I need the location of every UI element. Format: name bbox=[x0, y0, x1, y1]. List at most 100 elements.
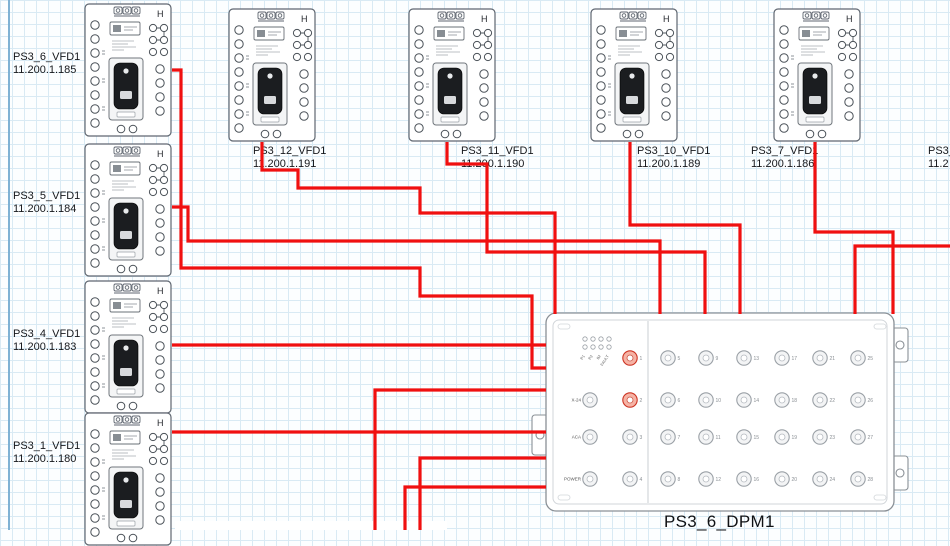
dpm-port-inner bbox=[778, 475, 786, 483]
wires-layer bbox=[172, 68, 950, 530]
dpm-port-inner bbox=[740, 396, 748, 404]
dpm-label: PS3_6_DPM1 bbox=[664, 512, 775, 531]
dpm-port-inner bbox=[626, 475, 634, 483]
dpm-led bbox=[598, 336, 604, 342]
dpm-led bbox=[590, 344, 596, 350]
wire-PS3_11_VFD1[interactable] bbox=[445, 142, 707, 314]
wire-offscreen-right[interactable] bbox=[853, 244, 950, 314]
dpm-port-number: 9 bbox=[716, 356, 719, 362]
device-label: PS3_1_VFD1 11.200.1.180 bbox=[13, 440, 80, 466]
dpm-port-inner bbox=[702, 475, 710, 483]
device-label: PS3_7_VFD1 11.200.1.186 bbox=[751, 145, 818, 171]
dpm-port-inner bbox=[626, 396, 634, 404]
device-id: PS3_ bbox=[928, 145, 950, 157]
wire-offscreen-bottom-2[interactable] bbox=[418, 456, 546, 530]
wire-PS3_12_VFD1[interactable] bbox=[260, 142, 557, 314]
dpm-port-number: 14 bbox=[754, 398, 760, 404]
dpm-port-number: 2 bbox=[640, 398, 643, 404]
device-ip: 11.200.1.190 bbox=[461, 158, 525, 170]
device-label: PS3_4_VFD1 11.200.1.183 bbox=[13, 328, 80, 354]
dpm-aux-label: ACA bbox=[572, 435, 581, 440]
dpm-port-number: 26 bbox=[868, 398, 874, 404]
device-ip: 11.200.1.184 bbox=[13, 203, 77, 215]
dpm-port-number: 18 bbox=[792, 398, 798, 404]
dpm-port-number: 10 bbox=[716, 398, 722, 404]
dpm-port-inner bbox=[702, 354, 710, 362]
dpm-port-number: 17 bbox=[792, 356, 798, 362]
dpm-port-inner bbox=[816, 354, 824, 362]
dpm-port-number: 19 bbox=[792, 435, 798, 441]
device-label: PS3_5_VFD1 11.200.1.184 bbox=[13, 190, 80, 216]
dpm-led-label: P2 bbox=[587, 353, 594, 360]
dpm-port-inner bbox=[702, 433, 710, 441]
dpm-port-number: 3 bbox=[640, 435, 643, 441]
device-ip: 11.200.1.191 bbox=[253, 158, 317, 170]
dpm-led bbox=[590, 336, 596, 342]
dpm-port-grid: 1234567891011121314151617181920212223242… bbox=[564, 336, 874, 487]
device-id: PS3_11_VFD1 bbox=[461, 145, 534, 157]
dpm-port-inner bbox=[664, 354, 672, 362]
device-id: PS3_7_VFD1 bbox=[751, 145, 819, 157]
dpm-port-number: 16 bbox=[754, 477, 760, 483]
device-id: PS3_4_VFD1 bbox=[13, 328, 81, 340]
dpm-led bbox=[582, 336, 588, 342]
dpm-port-inner bbox=[740, 354, 748, 362]
dpm-port-number: 7 bbox=[678, 435, 681, 441]
device-id: PS3_10_VFD1 bbox=[637, 145, 711, 157]
wire-offscreen-bottom-3[interactable] bbox=[403, 485, 546, 530]
wire-PS3_7_VFD1[interactable] bbox=[813, 142, 895, 314]
canvas-margin-line bbox=[8, 0, 10, 530]
dpm-port-inner bbox=[740, 475, 748, 483]
wire-PS3_6_VFD1[interactable] bbox=[172, 68, 546, 370]
wire-PS3_5_VFD1[interactable] bbox=[172, 205, 662, 314]
dpm-port-number: 20 bbox=[792, 477, 798, 483]
dpm-port-number: 6 bbox=[678, 398, 681, 404]
dpm-port-inner bbox=[854, 396, 862, 404]
dpm-led-label: P1 bbox=[579, 353, 586, 360]
device-label: PS3_10_VFD1 11.200.1.189 bbox=[637, 145, 710, 171]
dpm-port-inner bbox=[854, 433, 862, 441]
dpm-port-number: 5 bbox=[678, 356, 681, 362]
dpm-port-inner bbox=[778, 354, 786, 362]
dpm-port-number: 27 bbox=[868, 435, 874, 441]
dpm-port-inner bbox=[816, 433, 824, 441]
dpm-aux-port-inner bbox=[586, 475, 594, 483]
dpm-port-inner bbox=[626, 354, 634, 362]
device-label-partial: PS3_ 11.2 bbox=[928, 145, 950, 171]
dpm-port-number: 12 bbox=[716, 477, 722, 483]
dpm-port-number: 21 bbox=[830, 356, 836, 362]
dpm-led bbox=[606, 336, 612, 342]
dpm-port-number: 1 bbox=[640, 356, 643, 362]
dpm-port-inner bbox=[664, 433, 672, 441]
dpm-port-number: 22 bbox=[830, 398, 836, 404]
wire-PS3_10_VFD1[interactable] bbox=[628, 142, 742, 314]
device-id: PS3_5_VFD1 bbox=[13, 190, 81, 202]
dpm-led bbox=[606, 344, 612, 350]
wire-offscreen-bottom-1[interactable] bbox=[373, 388, 546, 530]
dpm-port-number: 4 bbox=[640, 477, 643, 483]
dpm-port-inner bbox=[740, 433, 748, 441]
dpm-port-number: 23 bbox=[830, 435, 836, 441]
device-label: PS3_6_VFD1 11.200.1.185 bbox=[13, 51, 80, 77]
device-ip: 11.200.1.183 bbox=[13, 341, 77, 353]
dpm-device[interactable]: 1234567891011121314151617181920212223242… bbox=[524, 300, 920, 530]
blank-strip bbox=[175, 521, 447, 530]
dpm-led bbox=[582, 344, 588, 350]
device-id: PS3_6_VFD1 bbox=[13, 51, 81, 63]
dpm-port-inner bbox=[854, 354, 862, 362]
dpm-port-inner bbox=[778, 396, 786, 404]
dpm-led bbox=[598, 344, 604, 350]
device-ip: 11.2 bbox=[928, 158, 949, 170]
dpm-port-number: 24 bbox=[830, 477, 836, 483]
device-ip: 11.200.1.186 bbox=[751, 158, 815, 170]
device-id: PS3_12_VFD1 bbox=[253, 145, 327, 157]
dpm-port-number: 8 bbox=[678, 477, 681, 483]
dpm-port-inner bbox=[816, 396, 824, 404]
dpm-aux-port-inner bbox=[586, 396, 594, 404]
dpm-port-inner bbox=[702, 396, 710, 404]
device-id: PS3_1_VFD1 bbox=[13, 440, 81, 452]
dpm-led-label: FAULT bbox=[599, 353, 610, 366]
dpm-port-number: 28 bbox=[868, 477, 874, 483]
dpm-port-inner bbox=[778, 433, 786, 441]
device-ip: 11.200.1.180 bbox=[13, 453, 77, 465]
